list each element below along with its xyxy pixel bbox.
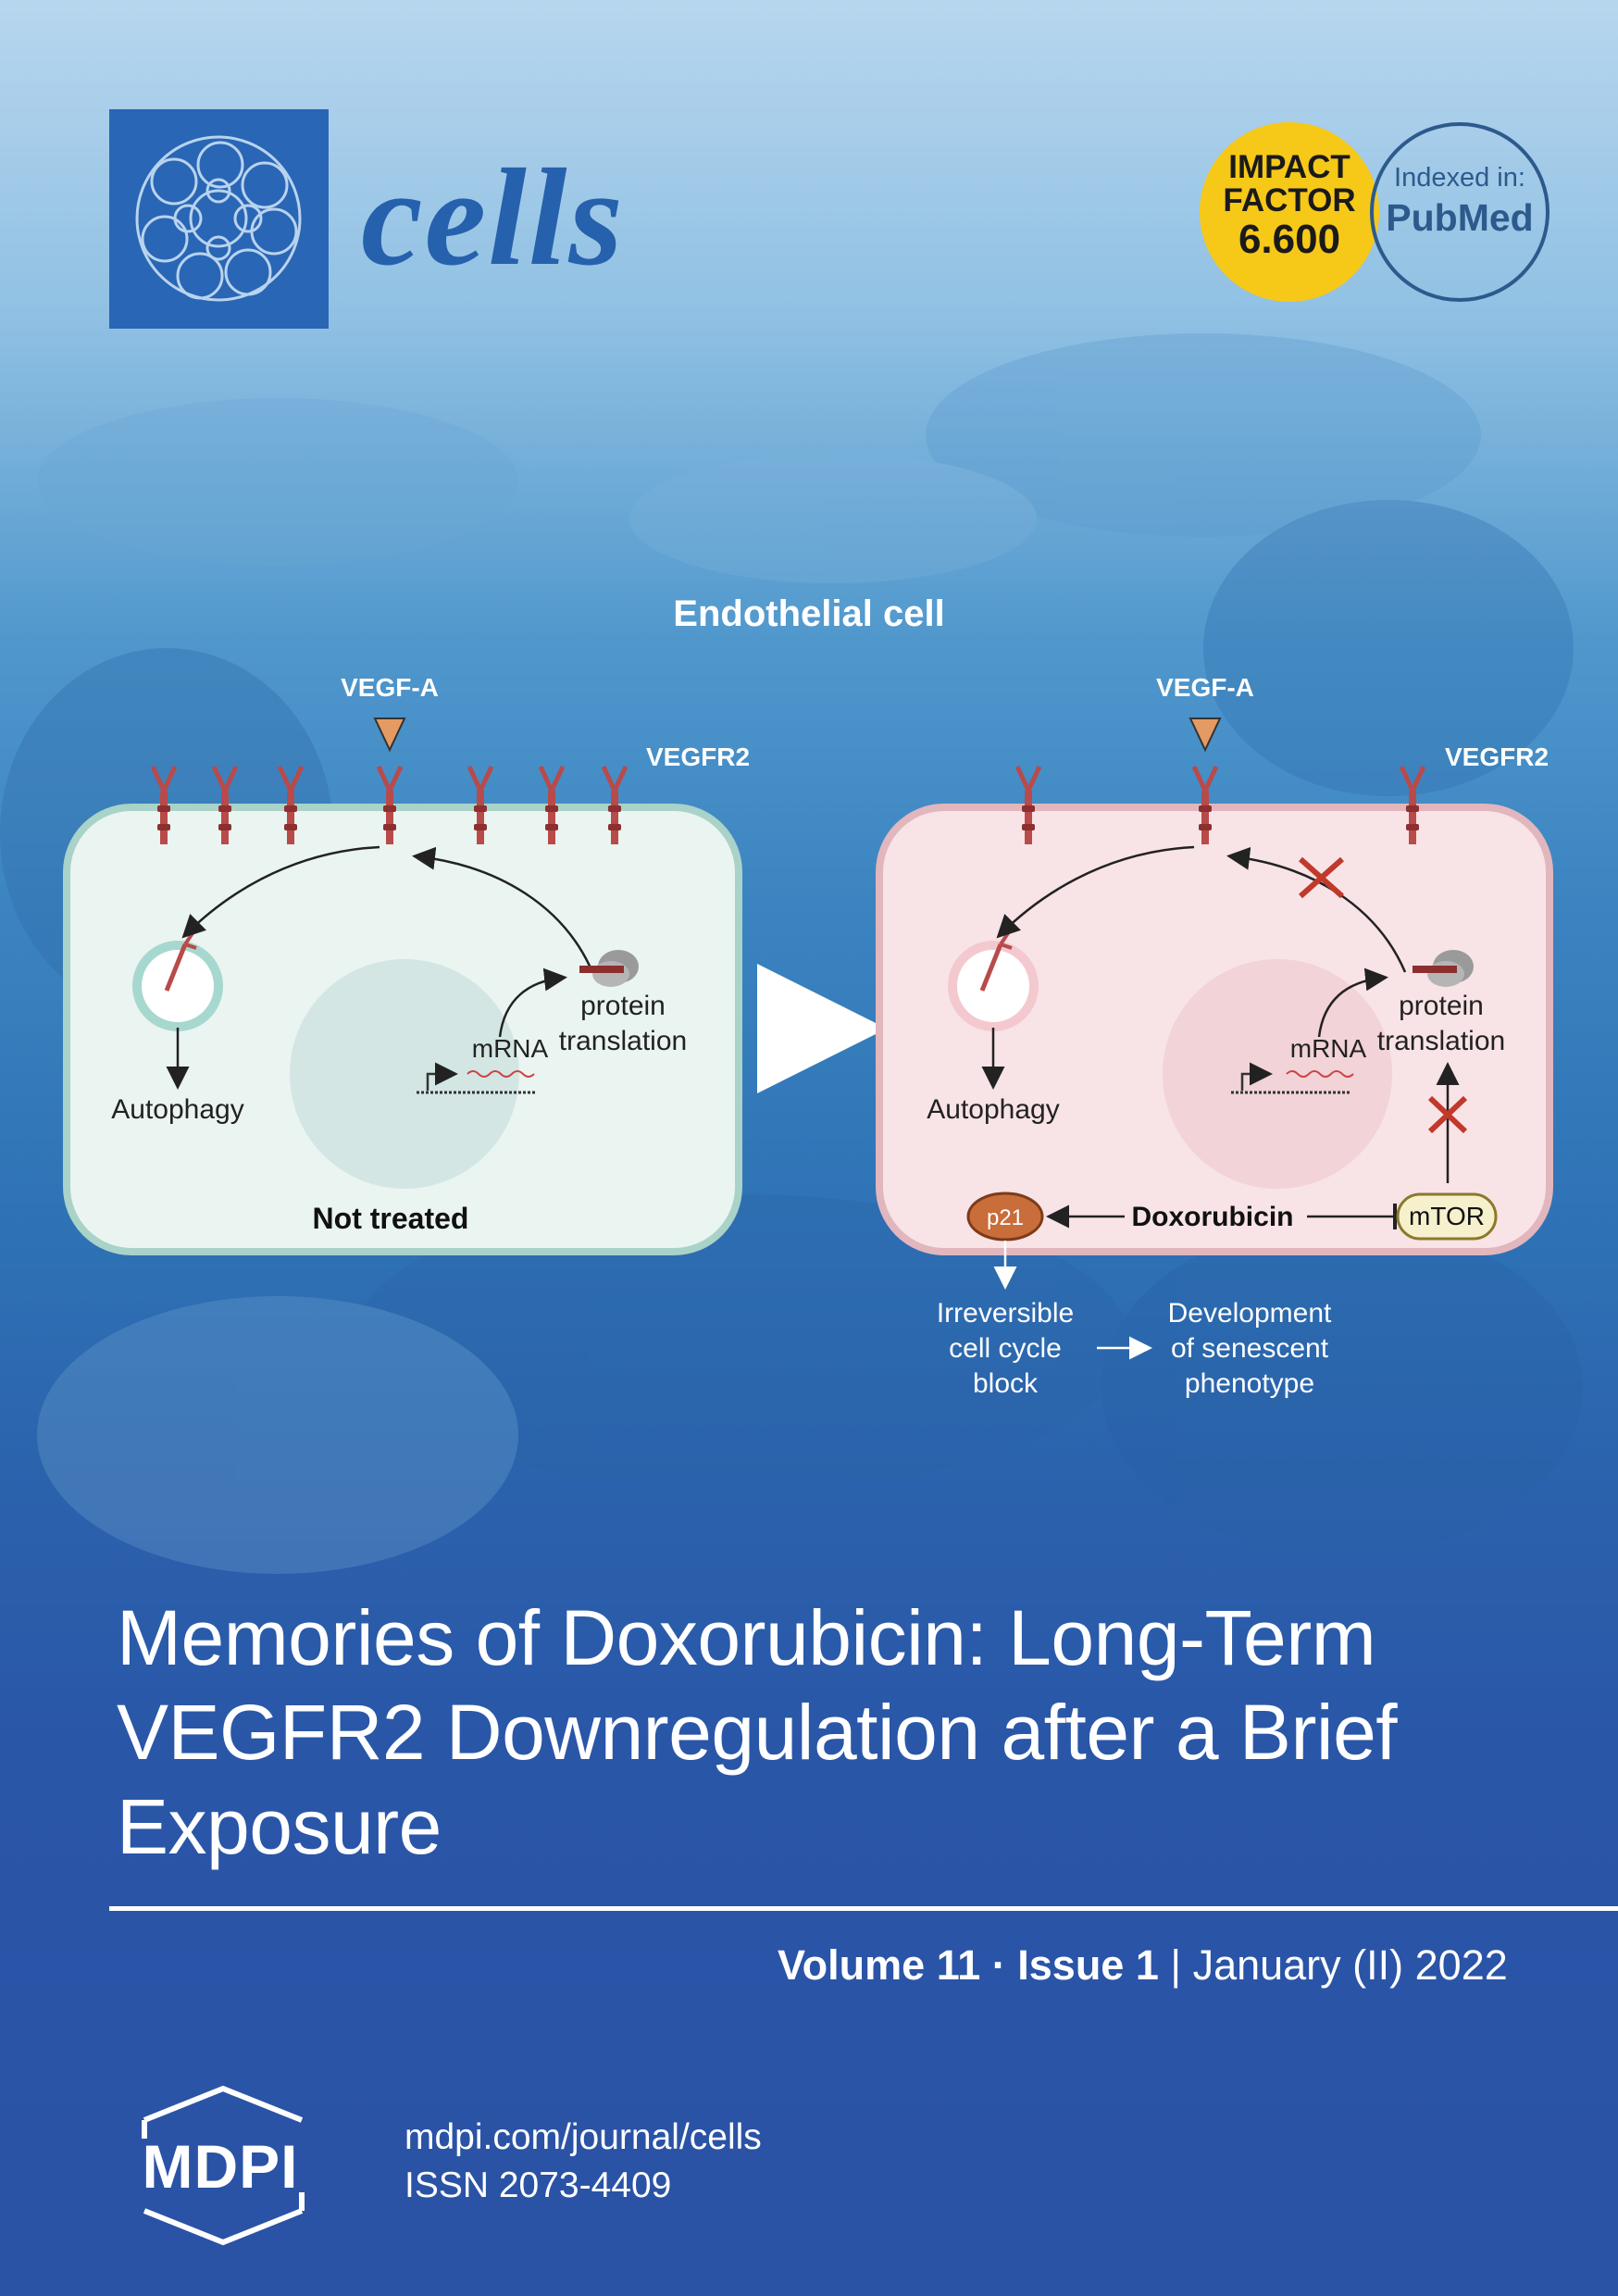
graphical-abstract: Endothelial cell VEGF-A VEGFR2 [63,593,1553,1399]
outcome-1-line-2: cell cycle [949,1333,1062,1364]
outcome-2-line-2: of senescent [1171,1333,1329,1364]
issue-date: January (II) 2022 [1192,1941,1508,1989]
inhibition-cross-1 [1299,856,1344,899]
treated-cell: VEGF-A VEGFR2 Autophagy protein translat… [876,673,1553,1255]
journal-logo [109,109,329,329]
outcome-1-line-1: Irreversible [937,1298,1074,1329]
outcome-2-line-3: phenotype [1185,1368,1314,1399]
issue-label: Issue 1 [1017,1941,1159,1989]
impact-label-1: IMPACT [1228,149,1350,185]
cell-cluster-icon [135,135,302,302]
publisher-logo-text: MDPI [142,2132,299,2201]
outcome-2-line-1: Development [1168,1298,1332,1329]
autophagy-label-left: Autophagy [111,1094,243,1125]
indexed-label: Indexed in: [1394,163,1525,193]
autophagosome-left [132,941,223,1031]
mtor-label: mTOR [1409,1202,1485,1230]
mrna-label-right: mRNA [1290,1034,1367,1063]
untreated-cell: VEGF-A VEGFR2 Autophagy protein translat… [63,673,750,1255]
title-line-3: Exposure [117,1783,442,1870]
issue-divider: | [1158,1941,1193,1989]
title-line-2: VEGFR2 Downregulation after a Brief [117,1689,1398,1776]
p21-label: p21 [987,1205,1024,1230]
volume-label: Volume 11 [778,1941,981,1989]
protein-label-right: protein [1399,991,1484,1021]
divider-rule [109,1906,1618,1911]
mtor-node [1396,1192,1498,1241]
journal-name: cells [361,141,625,294]
issn-label: ISSN 2073-4409 [404,2165,672,2205]
article-title: Memories of Doxorubicin: Long-Term VEGFR… [117,1591,1561,1874]
ligand-label-left: VEGF-A [341,673,439,702]
impact-label-2: FACTOR [1223,182,1356,218]
title-line-1: Memories of Doxorubicin: Long-Term [117,1594,1376,1681]
ligand-label-right: VEGF-A [1156,673,1254,702]
ribosome-icon [579,950,639,987]
figure-heading: Endothelial cell [673,593,944,634]
vegf-ligand-left [373,718,406,753]
drug-label: Doxorubicin [1131,1202,1293,1232]
protein-label-left: protein [580,991,666,1021]
autophagy-label-right: Autophagy [927,1094,1059,1125]
translation-label-left: translation [559,1026,687,1056]
inhibition-cross-2 [1427,1095,1468,1134]
receptor-label-left: VEGFR2 [646,742,750,771]
ribosome-icon [1413,950,1474,987]
outcome-1-line-3: block [973,1368,1039,1399]
issue-info: Volume 11 · Issue 1 | January (II) 2022 [778,1941,1508,1990]
pubmed-label: PubMed [1386,196,1534,239]
journal-url[interactable]: mdpi.com/journal/cells [404,2117,762,2157]
volume-issue-separator: · [980,1941,1018,1989]
autophagosome-right [948,941,1039,1031]
receptor-row-left [153,767,626,844]
vegf-ligand-right [1189,718,1222,753]
pubmed-badge: Indexed in: PubMed [1370,122,1550,302]
mdpi-hexagon-icon [142,2085,305,2246]
mrna-label-left: mRNA [472,1034,549,1063]
impact-factor-badge: IMPACT FACTOR 6.600 [1200,122,1379,302]
p21-node [966,1192,1044,1242]
condition-label-left: Not treated [313,1202,469,1235]
translation-label-right: translation [1377,1026,1505,1056]
impact-value: 6.600 [1238,217,1341,262]
receptor-label-right: VEGFR2 [1445,742,1549,771]
